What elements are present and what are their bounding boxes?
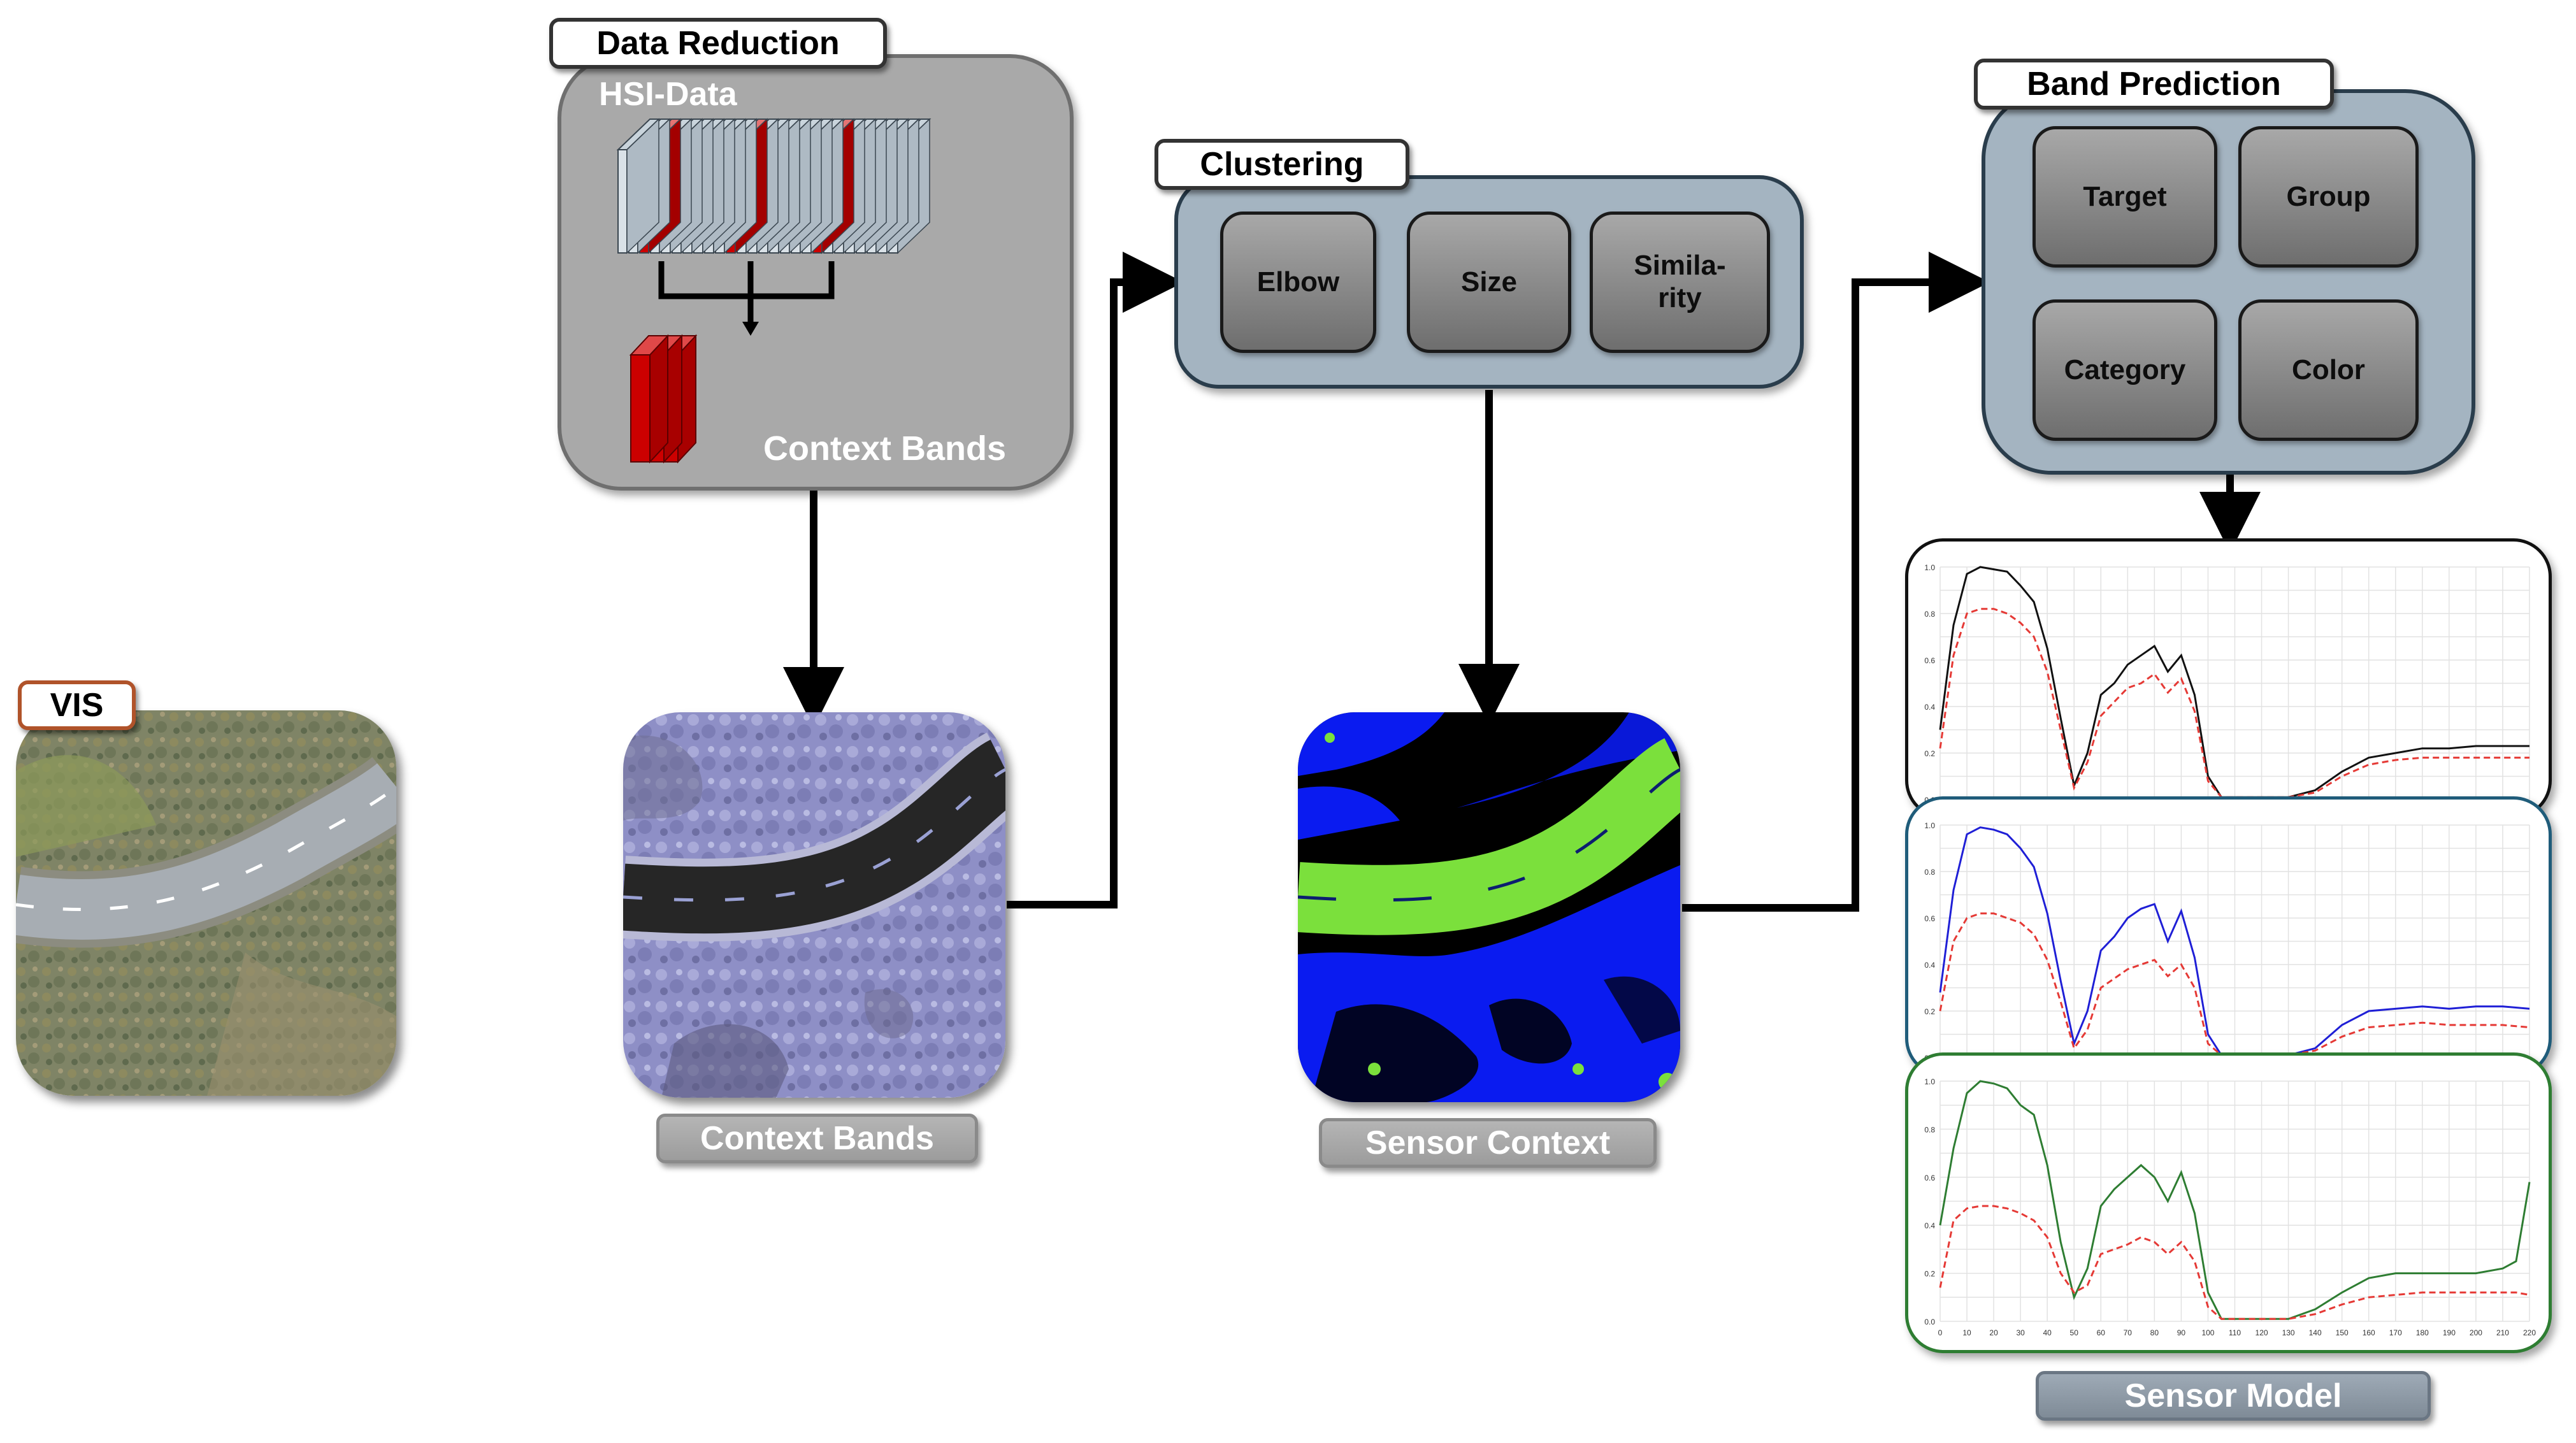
x-tick-label: 200 [2470,1328,2482,1337]
x-tick-label: 140 [2309,1328,2322,1337]
reference-spectrum-line [1939,912,2530,1056]
y-tick-label: 0.2 [1924,1270,1935,1279]
x-tick-label: 160 [2363,1328,2375,1337]
sensor-context-image [1298,712,1680,1102]
reference-spectrum-line [1939,1205,2530,1320]
chart-grid [1939,1080,2530,1322]
context-bands-label: Context Bands [763,429,1007,468]
arrow-sensor-to-prediction [1682,252,1990,912]
context-bands-stack [629,334,698,464]
elbow-button[interactable]: Elbow [1220,212,1376,353]
y-tick-label: 1.0 [1924,1077,1935,1086]
spectral-chart-blue: 0.00.20.40.60.81.0 [1905,796,2552,1077]
spectrum-line [1939,1080,2531,1320]
x-tick-label: 0 [1938,1328,1943,1337]
bracket-arrowhead [742,322,759,336]
vis-image [16,710,396,1096]
band-side [626,118,659,254]
x-tick-label: 10 [1962,1328,1971,1337]
x-tick-label: 50 [2070,1328,2079,1337]
hsi-band [617,149,628,254]
reference-spectrum-line [1939,608,2529,798]
context-band-top [629,335,670,355]
group-button[interactable]: Group [2238,126,2419,268]
data-reduction-tag: Data Reduction [549,18,887,69]
context-bands-caption: Context Bands [656,1114,978,1163]
y-tick-label: 0.0 [1924,1317,1935,1326]
color-button[interactable]: Color [2238,299,2419,441]
context-band [630,354,651,463]
category-button[interactable]: Category [2033,299,2217,441]
sensor-context-caption: Sensor Context [1319,1118,1657,1168]
y-tick-label: 1.0 [1924,821,1935,830]
x-tick-label: 170 [2389,1328,2402,1337]
arrow-context-to-clustering [1007,252,1184,908]
x-tick-label: 40 [2043,1328,2052,1337]
hsi-data-label: HSI-Data [599,76,737,113]
x-tick-label: 30 [2016,1328,2025,1337]
sensor-model-caption: Sensor Model [2036,1371,2431,1421]
spectral-chart-black: 0.00.20.40.60.81.0 [1905,538,2552,819]
context-band-side [649,334,668,464]
spectrum-line [1939,566,2529,798]
y-tick-label: 0.6 [1924,656,1935,665]
hsi-cube-graphic [616,118,932,464]
spectral-chart-green: 0.0 0.2 0.4 0.6 0.8 1.0 0 10 20 30 40 50 60 70 80 90 100… [1905,1052,2552,1353]
clustering-tag: Clustering [1155,139,1409,190]
y-tick-label: 0.6 [1924,1174,1935,1182]
y-tick-label: 0.2 [1924,1007,1935,1016]
x-tick-label: 120 [2256,1328,2268,1337]
x-tick-label: 70 [2124,1328,2133,1337]
x-tick-label: 220 [2523,1328,2536,1337]
x-tick-label: 130 [2282,1328,2295,1337]
x-tick-label: 20 [1989,1328,1998,1337]
spectrum-line [1939,826,2530,1056]
vis-tag: VIS [18,680,136,730]
band-selection-bracket [658,261,835,325]
size-button[interactable]: Size [1407,212,1571,353]
x-tick-label: 110 [2229,1328,2241,1337]
x-tick-label: 210 [2496,1328,2509,1337]
x-tick-label: 80 [2150,1328,2159,1337]
y-tick-label: 0.2 [1924,749,1935,758]
x-tick-label: 90 [2177,1328,2186,1337]
y-tick-label: 0.6 [1924,914,1935,923]
x-tick-label: 190 [2443,1328,2456,1337]
y-tick-label: 1.0 [1924,563,1935,572]
x-tick-label: 150 [2336,1328,2349,1337]
chart-grid [1939,566,2530,800]
band-prediction-tag: Band Prediction [1974,59,2334,110]
y-tick-label: 0.4 [1924,1221,1935,1230]
y-tick-label: 0.4 [1924,961,1935,970]
y-tick-label: 0.8 [1924,1125,1935,1134]
y-tick-label: 0.4 [1924,703,1935,712]
context-bands-image [623,712,1005,1098]
target-button[interactable]: Target [2033,126,2217,268]
similarity-button[interactable]: Simila- rity [1590,212,1770,353]
x-tick-label: 100 [2201,1328,2214,1337]
x-tick-label: 60 [2097,1328,2106,1337]
y-tick-label: 0.8 [1924,868,1935,877]
chart-grid [1939,824,2530,1058]
y-tick-label: 0.8 [1924,610,1935,619]
x-tick-label: 180 [2416,1328,2429,1337]
